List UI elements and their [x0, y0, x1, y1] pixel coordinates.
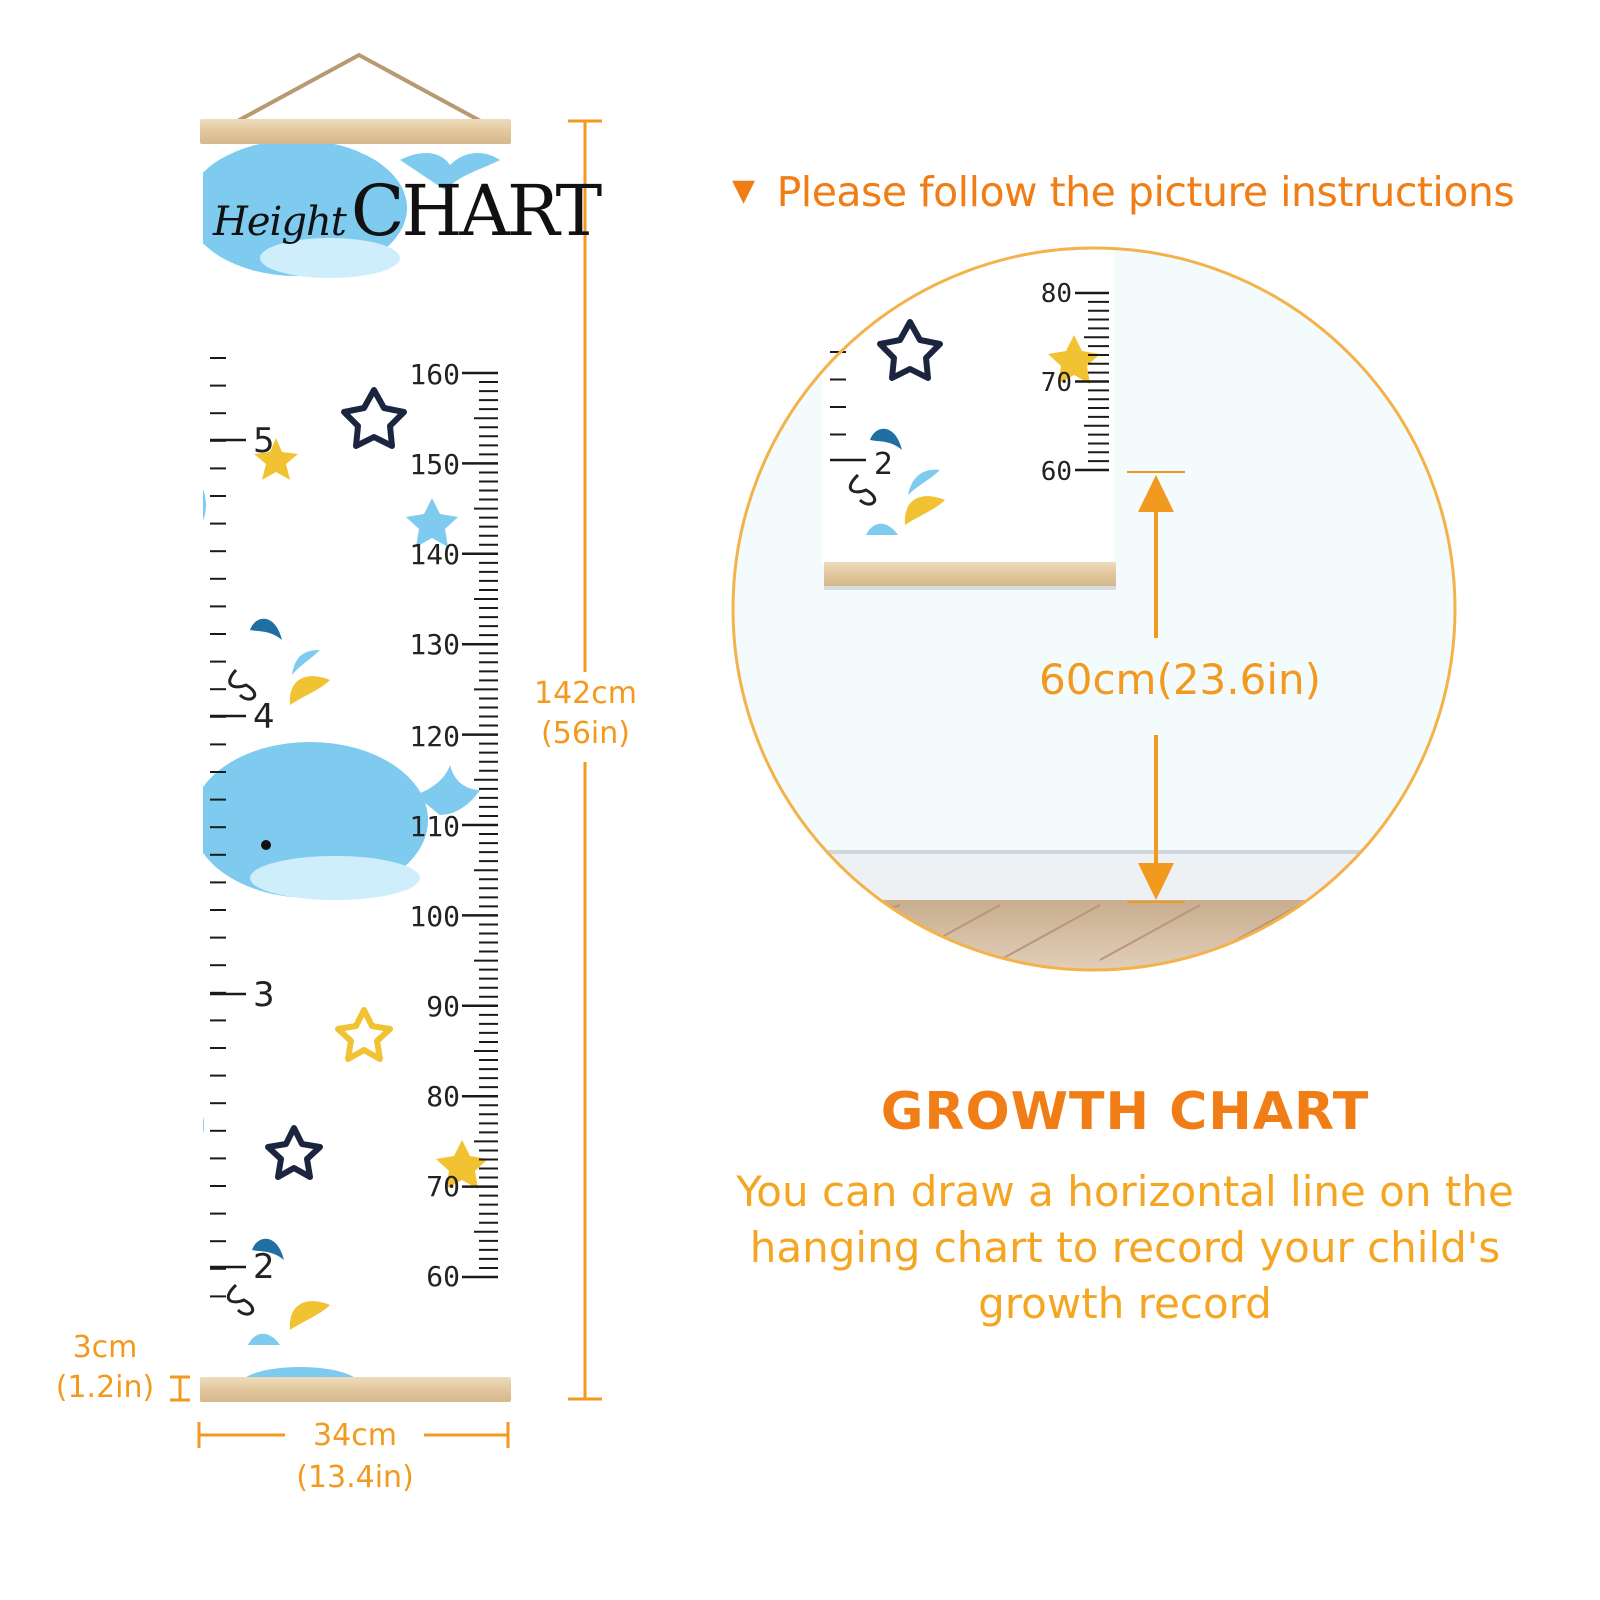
chart-title-height: Height — [213, 199, 347, 245]
rod-dimension-in: (1.2in) — [55, 1370, 155, 1405]
cm-label: 160 — [409, 358, 460, 391]
zoom-detail-circle: 80 70 60 2 — [731, 246, 1457, 972]
cm-label: 150 — [409, 448, 460, 481]
width-dimension-cm: 34cm — [313, 1418, 397, 1453]
chart-title: Height CHART — [213, 170, 602, 252]
ft-scale-ticks — [210, 357, 246, 1298]
cm-label: 80 — [426, 1080, 460, 1113]
ft-label: 2 — [253, 1247, 275, 1287]
cm-label: 60 — [426, 1260, 460, 1293]
zoom-cm-label: 80 — [1041, 279, 1072, 309]
dimension-lines — [170, 119, 602, 1448]
cm-label: 70 — [426, 1170, 460, 1203]
rod-dimension-cm: 3cm — [72, 1330, 138, 1365]
ft-label: 3 — [253, 975, 275, 1015]
height-chart-banner: 160 150 140 130 120 110 100 90 80 70 60 … — [203, 143, 508, 1378]
chart-title-chart: CHART — [350, 170, 602, 252]
zoom-cm-label: 60 — [1041, 457, 1072, 487]
cm-label: 110 — [409, 810, 460, 843]
measure-arrow — [1127, 471, 1185, 903]
ft-label: 4 — [253, 697, 275, 737]
cm-label: 120 — [409, 720, 460, 753]
height-dimension-cm: 142cm — [534, 676, 637, 711]
cm-label: 140 — [409, 538, 460, 571]
ft-label: 5 — [253, 421, 275, 461]
down-triangle-icon: ▼ — [732, 173, 755, 208]
zoom-ft-label: 2 — [874, 447, 893, 482]
measure-label: 60cm(23.6in) — [1035, 655, 1326, 704]
instruction-heading: ▼ Please follow the picture instructions — [732, 168, 1515, 216]
growth-chart-description: You can draw a horizontal line on the ha… — [736, 1167, 1514, 1328]
cm-label: 130 — [409, 628, 460, 661]
cm-label: 90 — [426, 990, 460, 1023]
height-dimension-in: (56in) — [541, 716, 630, 751]
hanging-rope — [231, 52, 487, 126]
top-wood-rod — [200, 119, 511, 144]
growth-chart-title: GROWTH CHART — [880, 1082, 1370, 1142]
cm-scale-ticks — [462, 371, 498, 1279]
bottom-wood-rod — [200, 1377, 511, 1402]
instruction-text: Please follow the picture instructions — [776, 168, 1515, 216]
zoom-cm-label: 70 — [1041, 368, 1072, 398]
width-dimension-in: (13.4in) — [296, 1460, 414, 1495]
cm-label: 100 — [409, 900, 460, 933]
